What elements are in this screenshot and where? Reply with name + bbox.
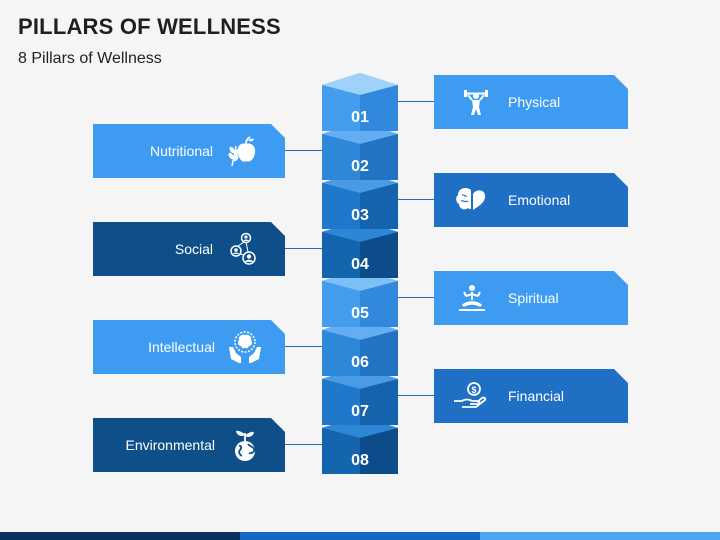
people-network-icon [225,231,261,267]
block-shape [322,269,398,327]
block-shape [322,171,398,229]
block-02: 02 [322,122,398,180]
block-shape [322,122,398,180]
block-number: 06 [351,354,369,371]
svg-text:$: $ [471,385,476,395]
connector-emotional [398,199,434,200]
page-title: PILLARS OF WELLNESS [18,14,281,39]
block-01: 01 [322,73,398,131]
pillar-label: Spiritual [508,290,559,306]
pillar-card-financial: $ Financial [434,369,628,423]
pillar-card-social: Social [93,222,285,276]
block-number: 01 [351,109,369,126]
block-shape [322,367,398,425]
block-05: 05 [322,269,398,327]
connector-intellectual [285,346,323,347]
block-shape [322,220,398,278]
pillar-stack: 08 07 06 05 [322,66,398,476]
pillar-label: Social [174,241,213,257]
page-subtitle: 8 Pillars of Wellness [18,50,162,67]
pillar-label: Financial [508,388,565,404]
apple-wheat-icon [225,133,261,169]
pillar-label: Intellectual [148,339,215,355]
block-04: 04 [322,220,398,278]
block-number: 07 [351,403,369,420]
block-shape [322,73,398,131]
dollar-hand-icon: $ [452,378,488,414]
block-shape [322,416,398,474]
connector-environmental [285,444,323,445]
block-08: 08 [322,416,398,474]
pillar-label: Emotional [508,192,571,208]
block-shape [322,318,398,376]
block-number: 04 [351,256,369,273]
connector-spiritual [398,297,434,298]
connector-nutritional [285,150,323,151]
brain-hands-icon [227,329,263,365]
dumbbell-person-icon [458,84,494,120]
connector-social [285,248,323,249]
block-06: 06 [322,318,398,376]
globe-plant-icon [227,427,263,463]
pillar-card-environmental: Environmental [93,418,285,472]
pillar-card-physical: Physical [434,75,628,129]
pillar-label: Physical [508,94,561,110]
block-07: 07 [322,367,398,425]
pillar-card-nutritional: Nutritional [93,124,285,178]
block-03: 03 [322,171,398,229]
pillar-label: Nutritional [149,143,213,159]
block-number: 08 [351,452,369,469]
pillar-card-emotional: Emotional [434,173,628,227]
pillar-card-intellectual: Intellectual [93,320,285,374]
meditation-icon [454,280,490,316]
brain-heart-icon [454,182,490,218]
block-number: 05 [351,305,369,322]
pillar-card-spiritual: Spiritual [434,271,628,325]
connector-physical [398,101,434,102]
connector-financial [398,395,434,396]
block-number: 02 [351,158,369,175]
bottom-accent-bar [0,532,720,540]
pillar-label: Environmental [125,437,215,453]
block-number: 03 [351,207,369,224]
